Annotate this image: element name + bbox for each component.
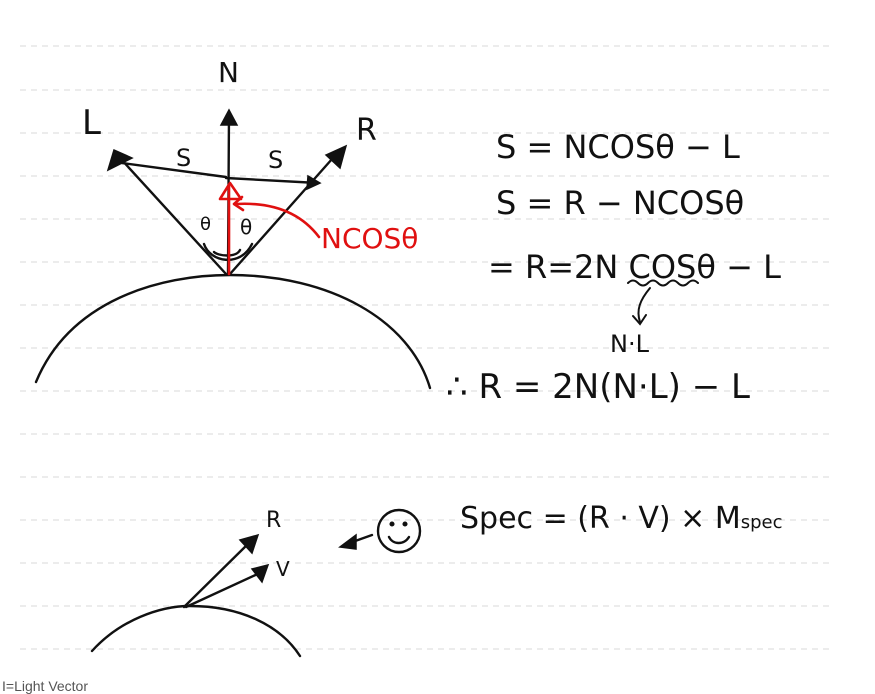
ncos-arrowhead xyxy=(218,181,243,201)
bottom-v-arrowhead xyxy=(250,563,270,584)
label-s-left: S xyxy=(176,144,191,172)
viewer-face xyxy=(376,508,422,554)
viewer-eye-left xyxy=(389,521,395,527)
equation-1: S = NCOSθ − L xyxy=(496,128,740,166)
angle-arc-inner xyxy=(212,248,242,257)
cos-underline-squiggle xyxy=(627,279,699,326)
s-right-vector xyxy=(224,176,320,185)
bottom-r-vector xyxy=(182,538,254,609)
label-theta-left: θ xyxy=(200,214,211,235)
label-theta-right: θ xyxy=(240,215,252,239)
spec-formula: Spec = (R · V) × Mspec xyxy=(460,501,783,536)
ruled-lines xyxy=(20,45,830,650)
label-n: N xyxy=(218,56,239,89)
ncos-pointer-head xyxy=(232,195,245,212)
bottom-label-v: V xyxy=(276,557,290,581)
ncos-highlight xyxy=(218,181,321,276)
label-ncos: NCOSθ xyxy=(321,222,418,255)
cos-note-arrow xyxy=(637,287,651,323)
viewer-smile xyxy=(387,535,411,545)
light-vector xyxy=(118,156,228,276)
n-arrowhead xyxy=(219,108,239,126)
spec-formula-subscript: spec xyxy=(741,512,783,533)
s-right-arrowhead xyxy=(306,174,322,191)
viewer-arrowhead xyxy=(338,533,357,550)
surface-curve xyxy=(34,273,432,390)
specular-diagram xyxy=(90,508,422,658)
label-s-right: S xyxy=(268,146,283,174)
l-arrowhead xyxy=(106,148,134,172)
viewer-eye-right xyxy=(402,521,408,527)
equation-2: S = R − NCOSθ xyxy=(496,184,744,222)
s-left-vector xyxy=(120,161,228,179)
angle-arc xyxy=(202,242,254,261)
r-arrowhead xyxy=(324,144,348,170)
bottom-arrowheads xyxy=(238,521,408,584)
equation-4: ∴ R = 2N(N·L) − L xyxy=(446,367,750,407)
bottom-v-vector xyxy=(184,570,264,609)
cos-note: N·L xyxy=(610,330,650,358)
bottom-r-arrowhead xyxy=(238,533,260,555)
spec-formula-main: Spec = (R · V) × M xyxy=(460,501,741,536)
label-l: L xyxy=(82,103,101,143)
footer-text: I=Light Vector xyxy=(2,678,89,694)
label-r: R xyxy=(356,113,377,148)
arrowheads xyxy=(106,108,348,191)
ncos-pointer xyxy=(234,202,321,239)
bottom-label-r: R xyxy=(266,508,281,533)
